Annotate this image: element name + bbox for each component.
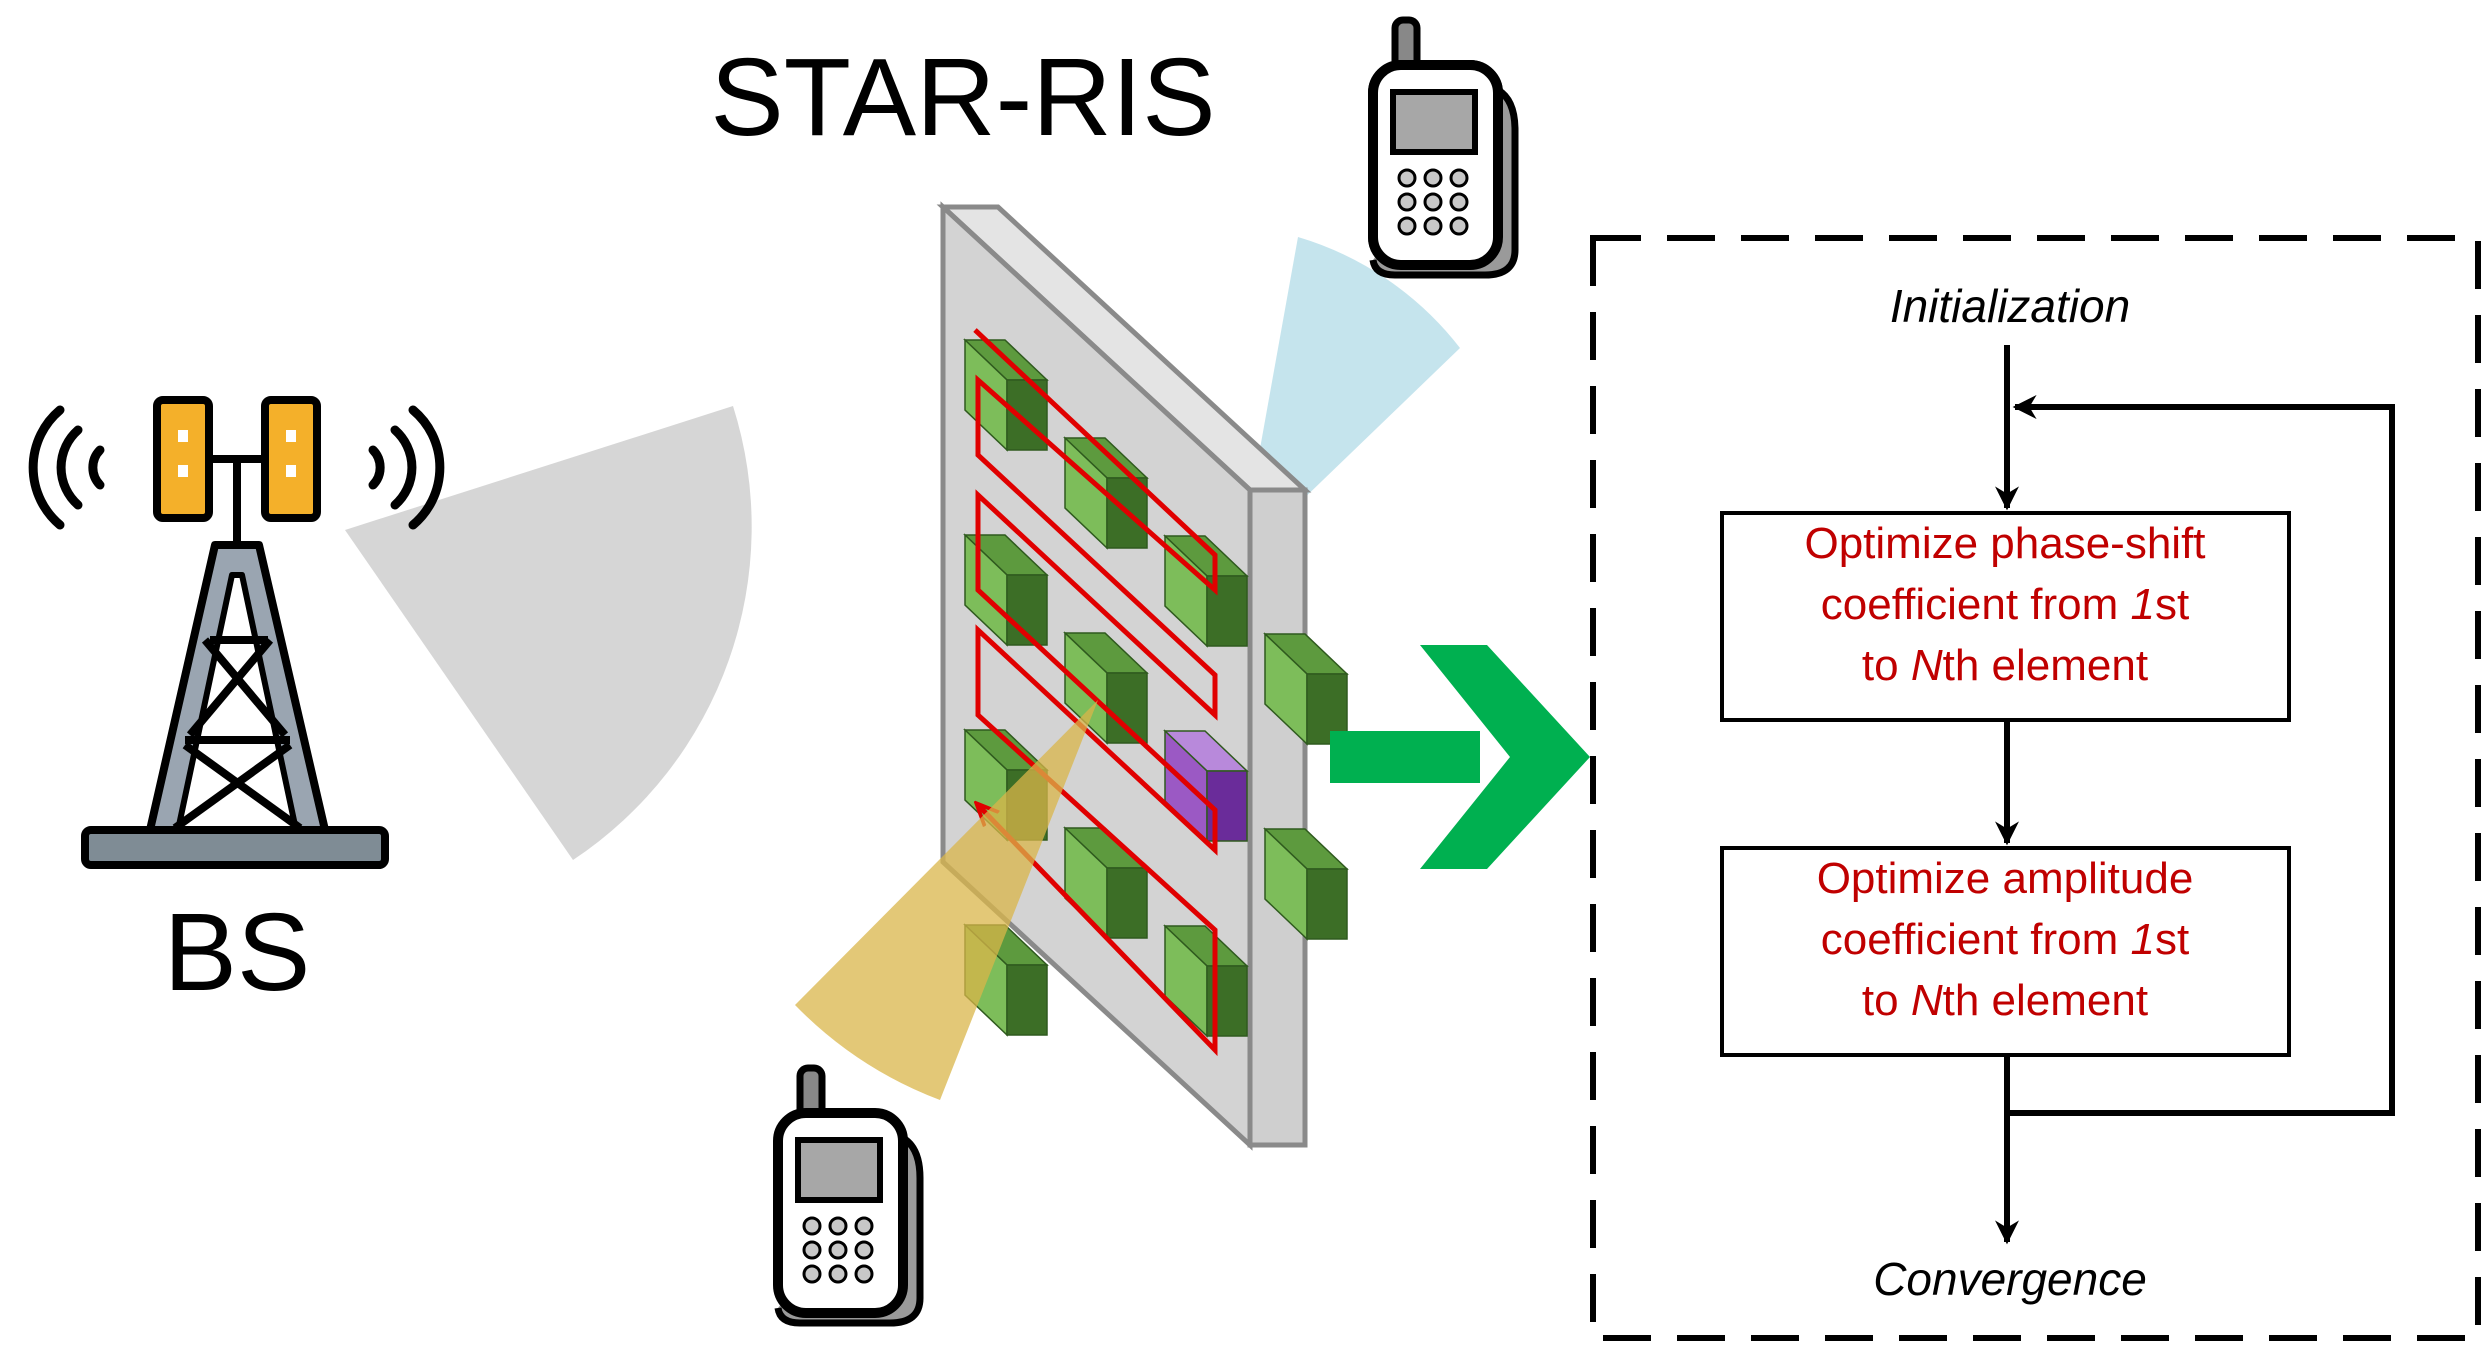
step-text-phase-shift: Optimize phase-shift coefficient from 1st… [1804, 519, 2205, 690]
star-ris-panel [936, 201, 1349, 1151]
step-text-run: coefficient from [1821, 580, 2131, 629]
signal-waves-right-icon [368, 405, 445, 530]
flow-start-label: Initialization [1890, 280, 2130, 332]
transmitted-beam [795, 700, 1098, 1100]
traversal-path [975, 328, 1218, 1057]
base-station-icon [28, 396, 445, 869]
bs-label: BS [164, 891, 311, 1014]
step-text-run: to [1862, 976, 1911, 1025]
flowchart-frame [1590, 235, 2481, 1341]
ris-element-face [1306, 868, 1348, 940]
step-text-run: N [1911, 976, 1943, 1025]
step-text-run: Optimize amplitude [1817, 854, 2194, 903]
ris-element [1263, 827, 1349, 941]
step-text-run: 1 [2131, 580, 2155, 629]
step-text-run: to [1862, 641, 1911, 690]
ris-element-face [1106, 672, 1148, 744]
flow-arrow [1330, 645, 1590, 869]
ris-element [1063, 631, 1149, 745]
signal-waves-left-icon [28, 405, 105, 530]
step-text-run: Optimize phase-shift [1804, 519, 2205, 568]
step-text-run: st [2155, 580, 2189, 629]
ris-element-face [1006, 964, 1048, 1036]
step-text-run: th element [1943, 641, 2148, 690]
algorithm-flowchart: Initialization Optimize phase-shift coeff… [1590, 235, 2481, 1341]
step-box-amplitude [1720, 846, 2291, 1057]
flow-end-label: Convergence [1873, 1253, 2147, 1305]
ris-element-face [1106, 867, 1148, 939]
step-box-phase-shift [1720, 511, 2291, 722]
incident-beam [345, 406, 752, 860]
user-phone-reflected-icon [1368, 16, 1519, 279]
step-text-run: st [2155, 915, 2189, 964]
ris-element [1263, 632, 1349, 746]
ris-title: STAR-RIS [710, 36, 1215, 159]
step-text-run: th element [1943, 976, 2148, 1025]
step-text-amplitude: Optimize amplitude coefficient from 1st to… [1817, 854, 2194, 1025]
user-phone-transmitted-icon [773, 1064, 924, 1327]
step-text-run: 1 [2131, 915, 2155, 964]
step-text-run: coefficient from [1821, 915, 2131, 964]
step-text-run: N [1911, 641, 1943, 690]
